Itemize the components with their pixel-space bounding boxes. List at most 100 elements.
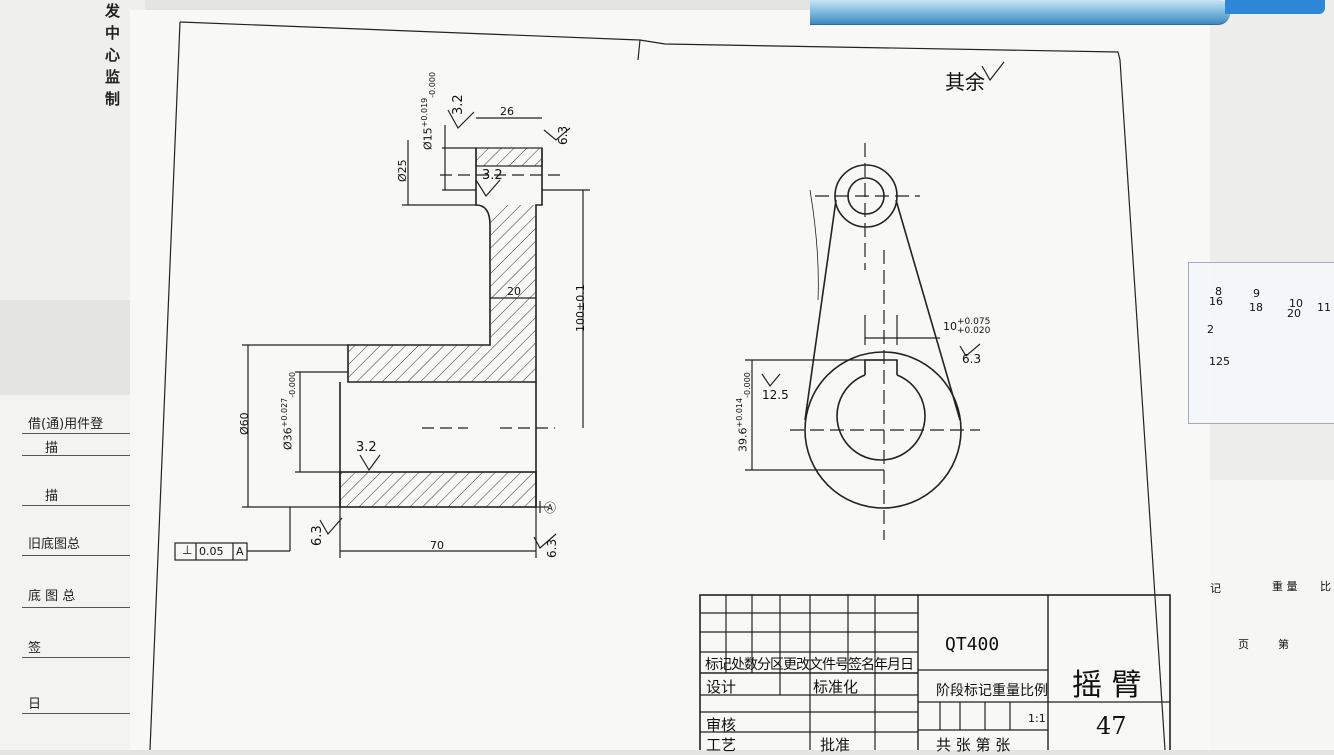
pen — [810, 0, 1230, 25]
background-form-left: 借(通)用件登 描 描 旧底图总 底 图 总 签 日 — [0, 395, 141, 750]
form-line — [22, 555, 132, 556]
dim-tol-upper: +0.019 — [420, 97, 429, 128]
top-hub-circle — [834, 164, 898, 228]
ruler-number: 11 — [1317, 301, 1331, 314]
ruler-number: 10 — [1289, 297, 1303, 310]
header-row: 标记处数分区更改文件号签名年月日 — [705, 657, 914, 673]
dim-tol-lower: -0.000 — [742, 372, 752, 398]
roughness-value: 6.3 — [545, 538, 559, 558]
form-label: 页 — [1238, 638, 1249, 651]
form-line — [22, 713, 132, 714]
dim-top-bore: Ø15+0.019-0.000 — [420, 72, 437, 150]
form-label: 签 — [28, 641, 42, 656]
roughness-symbol — [959, 343, 981, 357]
side-char: 制 — [105, 90, 121, 108]
form-label: 重 量 — [1272, 580, 1298, 593]
sheet-border — [179, 21, 1166, 750]
dim-outer-dia: Ø60 — [238, 412, 251, 435]
side-vertical-text: 发 中 心 监 制 — [105, 0, 129, 110]
ruler-number: 9 — [1253, 287, 1260, 300]
dim-overall-width: 70 — [430, 539, 444, 552]
form-label: 记 — [1210, 582, 1221, 595]
keyway — [864, 359, 898, 375]
section-hatch-bottom — [339, 471, 537, 508]
approve-label: 批准 — [820, 736, 851, 754]
roughness-value: 6.3 — [962, 352, 982, 366]
process-label: 工艺 — [706, 736, 737, 754]
ruler: 8 9 10 11 16 18 20 2 125 — [1188, 262, 1334, 424]
dim-value: Ø15 — [421, 127, 435, 150]
section-hatch-arm — [348, 205, 536, 382]
design-label: 设计 — [706, 678, 737, 696]
pen-cap — [1225, 0, 1325, 14]
background-sheet-top-left — [0, 0, 145, 300]
drawing-sheet — [130, 10, 1210, 750]
dim-tol-upper: +0.075 — [957, 317, 991, 327]
dim-value: 39.6 — [736, 427, 750, 453]
tolerance-symbol: ⊥ — [182, 543, 193, 557]
remarks-label: 其余 — [945, 70, 985, 94]
tolerance-value: 0.05 — [199, 545, 224, 558]
roughness-symbol — [359, 454, 381, 472]
dim-center-distance: 100±0.1 — [574, 284, 587, 332]
sheets-label: 共 张 第 张 — [936, 736, 1011, 754]
form-label: 底 图 总 — [28, 589, 76, 604]
ruler-number: 2 — [1207, 323, 1214, 336]
roughness-symbol — [533, 533, 557, 549]
roughness-symbol — [447, 109, 475, 129]
form-label: 日 — [28, 697, 42, 712]
dim-tol-lower: -0.000 — [287, 371, 297, 398]
datum-label: Ⓐ — [544, 501, 557, 515]
drawing-number: 47 — [1096, 712, 1127, 740]
ruler-number: 8 — [1215, 285, 1222, 298]
scale-value: 1:1 — [1028, 712, 1046, 725]
top-bore-circle — [847, 177, 885, 215]
side-char: 心 — [105, 46, 121, 64]
tolerance-frame — [174, 542, 248, 561]
roughness-symbol — [475, 179, 501, 198]
form-label: 旧底图总 — [28, 537, 81, 552]
roughness-value: 12.5 — [762, 388, 789, 402]
form-label: 第 — [1278, 638, 1289, 651]
ruler-number: 125 — [1209, 355, 1230, 368]
arm-edge-left — [804, 199, 837, 421]
dim-tol-lower: -0.000 — [427, 71, 437, 98]
bottom-hub-circle — [804, 351, 962, 509]
dim-value: 10 — [943, 320, 957, 333]
side-char: 发 — [105, 2, 121, 20]
roughness-symbol — [761, 373, 781, 388]
roughness-value: 6.3 — [556, 125, 570, 145]
roughness-symbol — [319, 517, 343, 536]
form-line — [22, 657, 132, 658]
bore-with-keyway — [836, 374, 926, 461]
standardize-label: 标准化 — [813, 678, 859, 696]
arm-edge-right — [895, 199, 961, 421]
review-label: 审核 — [706, 716, 737, 734]
side-char: 中 — [105, 24, 121, 42]
dim-tol-upper: +0.014 — [735, 397, 744, 428]
roughness-value: 3.2 — [482, 168, 503, 183]
dim-tol: +0.075+0.020 — [957, 318, 990, 336]
material-label: QT400 — [945, 634, 1000, 655]
dim-value: Ø36 — [281, 427, 295, 450]
title-block — [699, 594, 1171, 750]
dim-tol-upper: +0.027 — [280, 397, 289, 428]
roughness-value: 6.3 — [310, 525, 325, 546]
center-mark — [637, 39, 641, 61]
stage-label: 阶段标记重量比例 — [936, 683, 1048, 699]
form-line — [22, 607, 132, 608]
form-label: 描 — [45, 441, 59, 456]
roughness-value: 3.2 — [451, 94, 466, 115]
tolerance-datum: A — [236, 545, 244, 558]
dim-tol-lower: +0.020 — [957, 326, 991, 336]
dim-top-dia: Ø25 — [396, 159, 409, 182]
form-label: 比 — [1320, 580, 1331, 593]
roughness-symbol — [543, 127, 571, 141]
side-char: 监 — [105, 68, 121, 86]
dim-hub-top-width: 26 — [500, 105, 514, 118]
form-line — [22, 433, 132, 434]
form-line — [22, 505, 132, 506]
part-name: 摇 臂 — [1072, 668, 1142, 703]
ruler-number: 20 — [1287, 307, 1301, 320]
